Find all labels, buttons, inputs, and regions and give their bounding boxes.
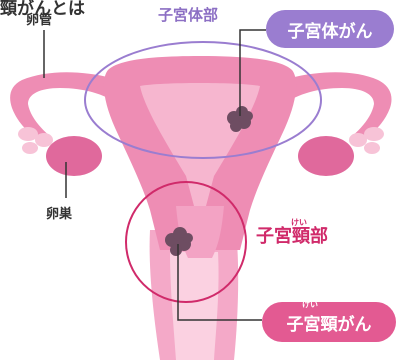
ovary-label: 卵巣 bbox=[46, 207, 73, 222]
endometrial-cancer-callout: 子宮体がん bbox=[266, 10, 394, 48]
cervix-ruby: けい bbox=[291, 218, 307, 227]
cervical-tumor bbox=[165, 227, 193, 256]
cervical-cancer-ruby: けい bbox=[302, 300, 318, 309]
left-fimbriae bbox=[18, 127, 53, 154]
right-fimbriae bbox=[349, 127, 384, 154]
endometrial-leader bbox=[239, 29, 266, 116]
uterine-body-label: 子宮体部 bbox=[158, 6, 219, 24]
cervical-cancer-callout: 子宮頸がん bbox=[262, 302, 396, 342]
cervical-leader bbox=[177, 244, 262, 321]
right-ovary bbox=[298, 136, 354, 176]
left-fallopian-tube bbox=[10, 72, 119, 140]
endometrial-tumor bbox=[227, 106, 253, 132]
page-title: 頸がんとは bbox=[0, 0, 85, 19]
cervix-circle bbox=[125, 181, 247, 303]
cervix-label: 子宮頸部 bbox=[256, 226, 328, 247]
left-ovary bbox=[46, 136, 102, 176]
uterine-body-circle bbox=[84, 41, 322, 159]
right-fallopian-tube bbox=[284, 72, 392, 140]
fallopian-tube-label: 卵管 bbox=[26, 13, 53, 28]
vagina-inner bbox=[170, 252, 219, 360]
